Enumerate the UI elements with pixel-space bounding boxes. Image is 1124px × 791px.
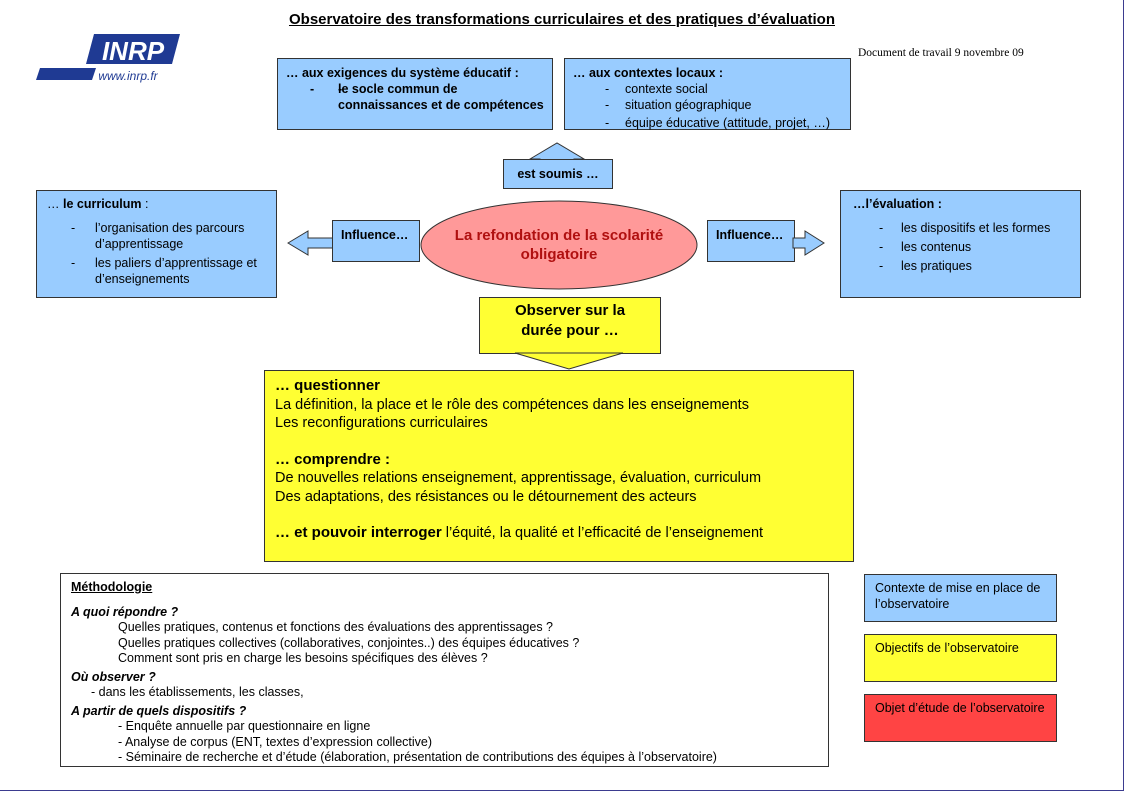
methodology-line: Quelles pratiques collectives (collabora… xyxy=(118,635,580,650)
local-context-item: -situation géographique xyxy=(605,98,752,112)
system-requirements-heading: … aux exigences du système éducatif : xyxy=(286,66,519,80)
observer-box: Observer sur la durée pour … xyxy=(479,297,661,354)
evaluation-heading: …l’évaluation : xyxy=(853,197,942,211)
local-context-item: -contexte social xyxy=(605,82,708,96)
left-arrow-icon xyxy=(287,230,335,256)
objective-interrogate: … et pouvoir interroger l’équité, la qua… xyxy=(275,524,764,541)
logo-url: www.inrp.fr xyxy=(98,69,158,83)
methodology-box: Méthodologie A quoi répondre ? Quelles p… xyxy=(60,573,829,767)
objective-line: La définition, la place et le rôle des c… xyxy=(275,396,749,413)
objective-question-heading: … questionner xyxy=(275,377,381,394)
curriculum-box: … le curriculum : -l’organisation des pa… xyxy=(36,190,277,298)
curriculum-item: -l’organisation des parcours d’apprentis… xyxy=(71,221,245,251)
methodology-line: - Analyse de corpus (ENT, textes d’expre… xyxy=(118,734,433,749)
methodology-section-heading: A quoi répondre ? xyxy=(71,604,179,619)
methodology-line: - Séminaire de recherche et d’étude (éla… xyxy=(118,750,717,764)
influence-left-box: Influence… xyxy=(332,220,420,262)
objective-line: Les reconfigurations curriculaires xyxy=(275,415,488,431)
local-context-item: -équipe éducative (attitude, projet, …) xyxy=(605,116,830,130)
curriculum-heading: … le curriculum : xyxy=(47,197,149,211)
influence-right-box: Influence… xyxy=(707,220,795,262)
page-title: Observatoire des transformations curricu… xyxy=(288,11,835,28)
evaluation-item: -les dispositifs et les formes xyxy=(879,221,1051,235)
legend-context: Contexte de mise en place de l’observato… xyxy=(864,574,1057,622)
evaluation-item: -les contenus xyxy=(879,240,972,254)
objective-line: De nouvelles relations enseignement, app… xyxy=(275,470,762,486)
methodology-line: - Enquête annuelle par questionnaire en … xyxy=(118,719,371,733)
objectives-box: … questionner La définition, la place et… xyxy=(264,370,854,562)
center-ellipse xyxy=(420,200,698,290)
right-arrow-icon xyxy=(792,230,825,256)
methodology-section-heading: A partir de quels dispositifs ? xyxy=(71,703,247,718)
methodology-title: Méthodologie xyxy=(71,580,153,594)
legend-objectives: Objectifs de l’observatoire xyxy=(864,634,1057,682)
objective-understand-heading: … comprendre : xyxy=(275,450,391,468)
evaluation-item: -les pratiques xyxy=(879,259,972,273)
logo-block xyxy=(86,34,180,64)
legend-study-object: Objet d’étude de l’observatoire xyxy=(864,694,1057,742)
logo-bar xyxy=(36,68,96,80)
methodology-line: Comment sont pris en charge les besoins … xyxy=(118,651,488,665)
logo-name: INRP xyxy=(102,36,165,66)
system-requirements-box: … aux exigences du système éducatif : -l… xyxy=(277,58,553,130)
center-ellipse-label: La refondation de la scolarité obligatoi… xyxy=(454,227,664,263)
curriculum-item: -les paliers d’apprentissage et d’enseig… xyxy=(71,256,257,286)
document-note: Document de travail 9 novembre 09 xyxy=(858,47,1024,59)
methodology-line: Quelles pratiques, contenus et fonctions… xyxy=(118,620,553,634)
up-arrow-icon xyxy=(528,142,586,162)
down-arrow-icon xyxy=(514,352,624,370)
local-contexts-heading: … aux contextes locaux : xyxy=(573,66,724,80)
methodology-line: - dans les établissements, les classes, xyxy=(91,685,304,699)
inrp-logo: INRP www.inrp.fr xyxy=(36,34,180,83)
methodology-section-heading: Où observer ? xyxy=(71,669,156,684)
evaluation-box: …l’évaluation : -les dispositifs et les … xyxy=(840,190,1081,298)
local-contexts-box: … aux contextes locaux : -contexte socia… xyxy=(564,58,851,130)
objective-line: Des adaptations, des résistances ou le d… xyxy=(275,488,697,505)
system-requirements-item: -le socle commun de connaissances et de … xyxy=(310,81,544,113)
est-soumis-box: est soumis … xyxy=(503,159,613,189)
